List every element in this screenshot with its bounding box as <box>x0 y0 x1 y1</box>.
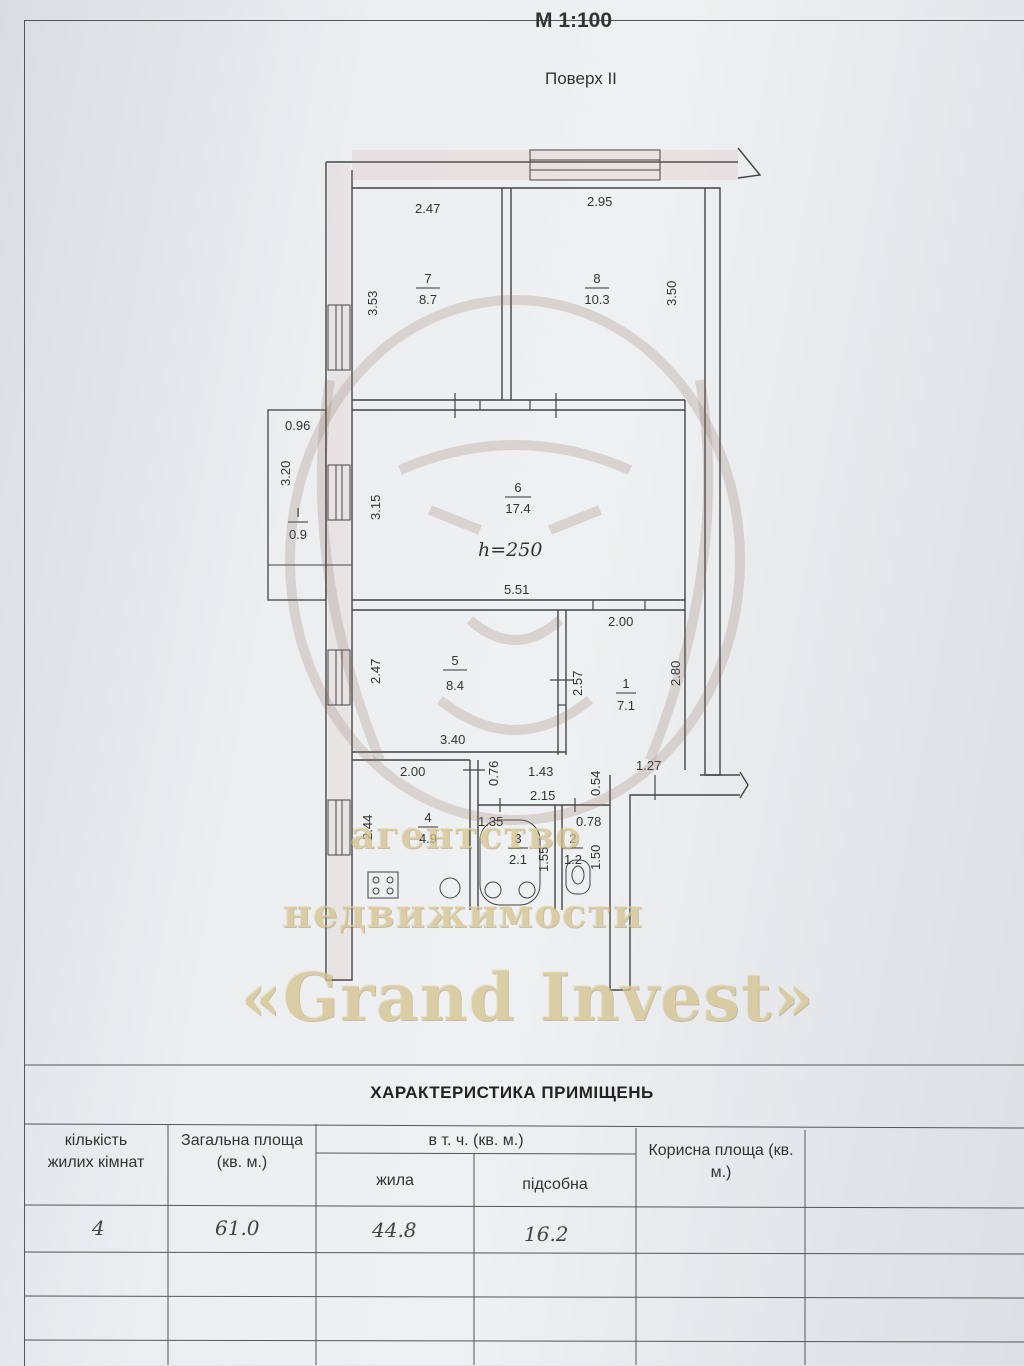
col-header-rooms: кількість жилих кімнат <box>47 1132 145 1171</box>
dim: 3.50 <box>664 281 679 306</box>
room-6-num: 6 <box>514 480 521 495</box>
value-rooms: 4 <box>92 1216 105 1240</box>
col-header-useful: Корисна площа (кв. м.) <box>648 1142 794 1181</box>
room-2-area: 1.2 <box>564 852 582 867</box>
door-marks <box>454 393 656 812</box>
dim: 2.80 <box>668 661 683 686</box>
dim: 1.55 <box>536 847 551 872</box>
scale-label: М 1:100 <box>535 9 613 32</box>
col-header-incl: в т. ч. (кв. м.) <box>428 1132 524 1149</box>
room-labels: 7 8.7 8 10.3 6 17.4 I 0.9 5 8.4 1 7.1 4 … <box>288 271 636 867</box>
toilet-icon <box>565 859 591 895</box>
interior-walls <box>352 188 686 910</box>
room-1-num: 1 <box>622 676 629 691</box>
west-wall-fill <box>328 164 350 980</box>
dimension-labels: 2.47 2.95 3.53 3.50 0.96 3.20 3.15 5.51 … <box>278 194 683 872</box>
ceiling-height-note: h=250 <box>478 539 542 561</box>
value-total: 61.0 <box>215 1216 260 1240</box>
dim: 2.00 <box>608 614 633 629</box>
dim: 2.47 <box>415 201 440 216</box>
room-8-num: 8 <box>593 271 600 286</box>
dim: 3.15 <box>368 495 383 520</box>
outer-walls <box>325 147 762 991</box>
room-3-num: 3 <box>514 831 521 846</box>
lion-watermark-icon <box>285 295 745 825</box>
table-grid <box>23 1064 1024 1365</box>
balcony <box>267 409 327 601</box>
room-7-area: 8.7 <box>419 292 437 307</box>
dim: 2.00 <box>400 764 425 779</box>
dim: 3.20 <box>278 461 293 486</box>
room-I-area: 0.9 <box>289 527 307 542</box>
windows <box>327 149 661 856</box>
dim: 2.95 <box>587 194 612 209</box>
dim: 2.57 <box>570 671 585 696</box>
watermark-line-2: недвижимости <box>282 890 644 937</box>
dim: 1.50 <box>588 845 603 870</box>
dim: 1.35 <box>478 814 503 829</box>
room-4-num: 4 <box>424 810 431 825</box>
value-aux: 16.2 <box>524 1222 569 1246</box>
dim: 5.51 <box>504 582 529 597</box>
floor-label: Поверх II <box>545 69 617 88</box>
dim: 1.27 <box>636 758 661 773</box>
dim: 2.44 <box>360 815 375 840</box>
watermark-line-3: «Grand Invest» <box>240 958 815 1036</box>
room-1-area: 7.1 <box>617 698 635 713</box>
sheet-frame: М 1:100 Поверх II <box>24 9 1024 1366</box>
bathtub-icon <box>479 819 541 906</box>
room-4-area: 4.9 <box>419 831 437 846</box>
dim: 0.54 <box>588 771 603 796</box>
table-title: ХАРАКТЕРИСТИКА ПРИМІЩЕНЬ <box>370 1083 654 1102</box>
room-5-area: 8.4 <box>446 678 464 693</box>
value-living: 44.8 <box>372 1218 417 1242</box>
room-I-num: I <box>296 505 300 520</box>
north-wall-fill <box>352 150 738 180</box>
dim: 1.43 <box>528 764 553 779</box>
dim: 0.76 <box>486 761 501 786</box>
room-3-area: 2.1 <box>509 852 527 867</box>
stove-icon <box>367 871 399 899</box>
fixtures <box>367 819 591 906</box>
dim: 3.53 <box>365 291 380 316</box>
room-2-num: 2 <box>569 831 576 846</box>
room-6-area: 17.4 <box>505 501 530 516</box>
watermark-line-1: агентство <box>350 812 581 857</box>
room-8-area: 10.3 <box>584 292 609 307</box>
dim: 3.40 <box>440 732 465 747</box>
col-header-total: Загальна площа (кв. м.) <box>181 1132 303 1171</box>
dim: 2.47 <box>368 659 383 684</box>
dim: 0.96 <box>285 418 310 433</box>
sink-icon <box>439 877 461 899</box>
room-7-num: 7 <box>424 271 431 286</box>
col-header-aux: підсобна <box>522 1176 588 1193</box>
col-header-living: жила <box>376 1172 414 1189</box>
dim: 2.15 <box>530 788 555 803</box>
dim: 0.78 <box>576 814 601 829</box>
room-5-num: 5 <box>451 653 458 668</box>
